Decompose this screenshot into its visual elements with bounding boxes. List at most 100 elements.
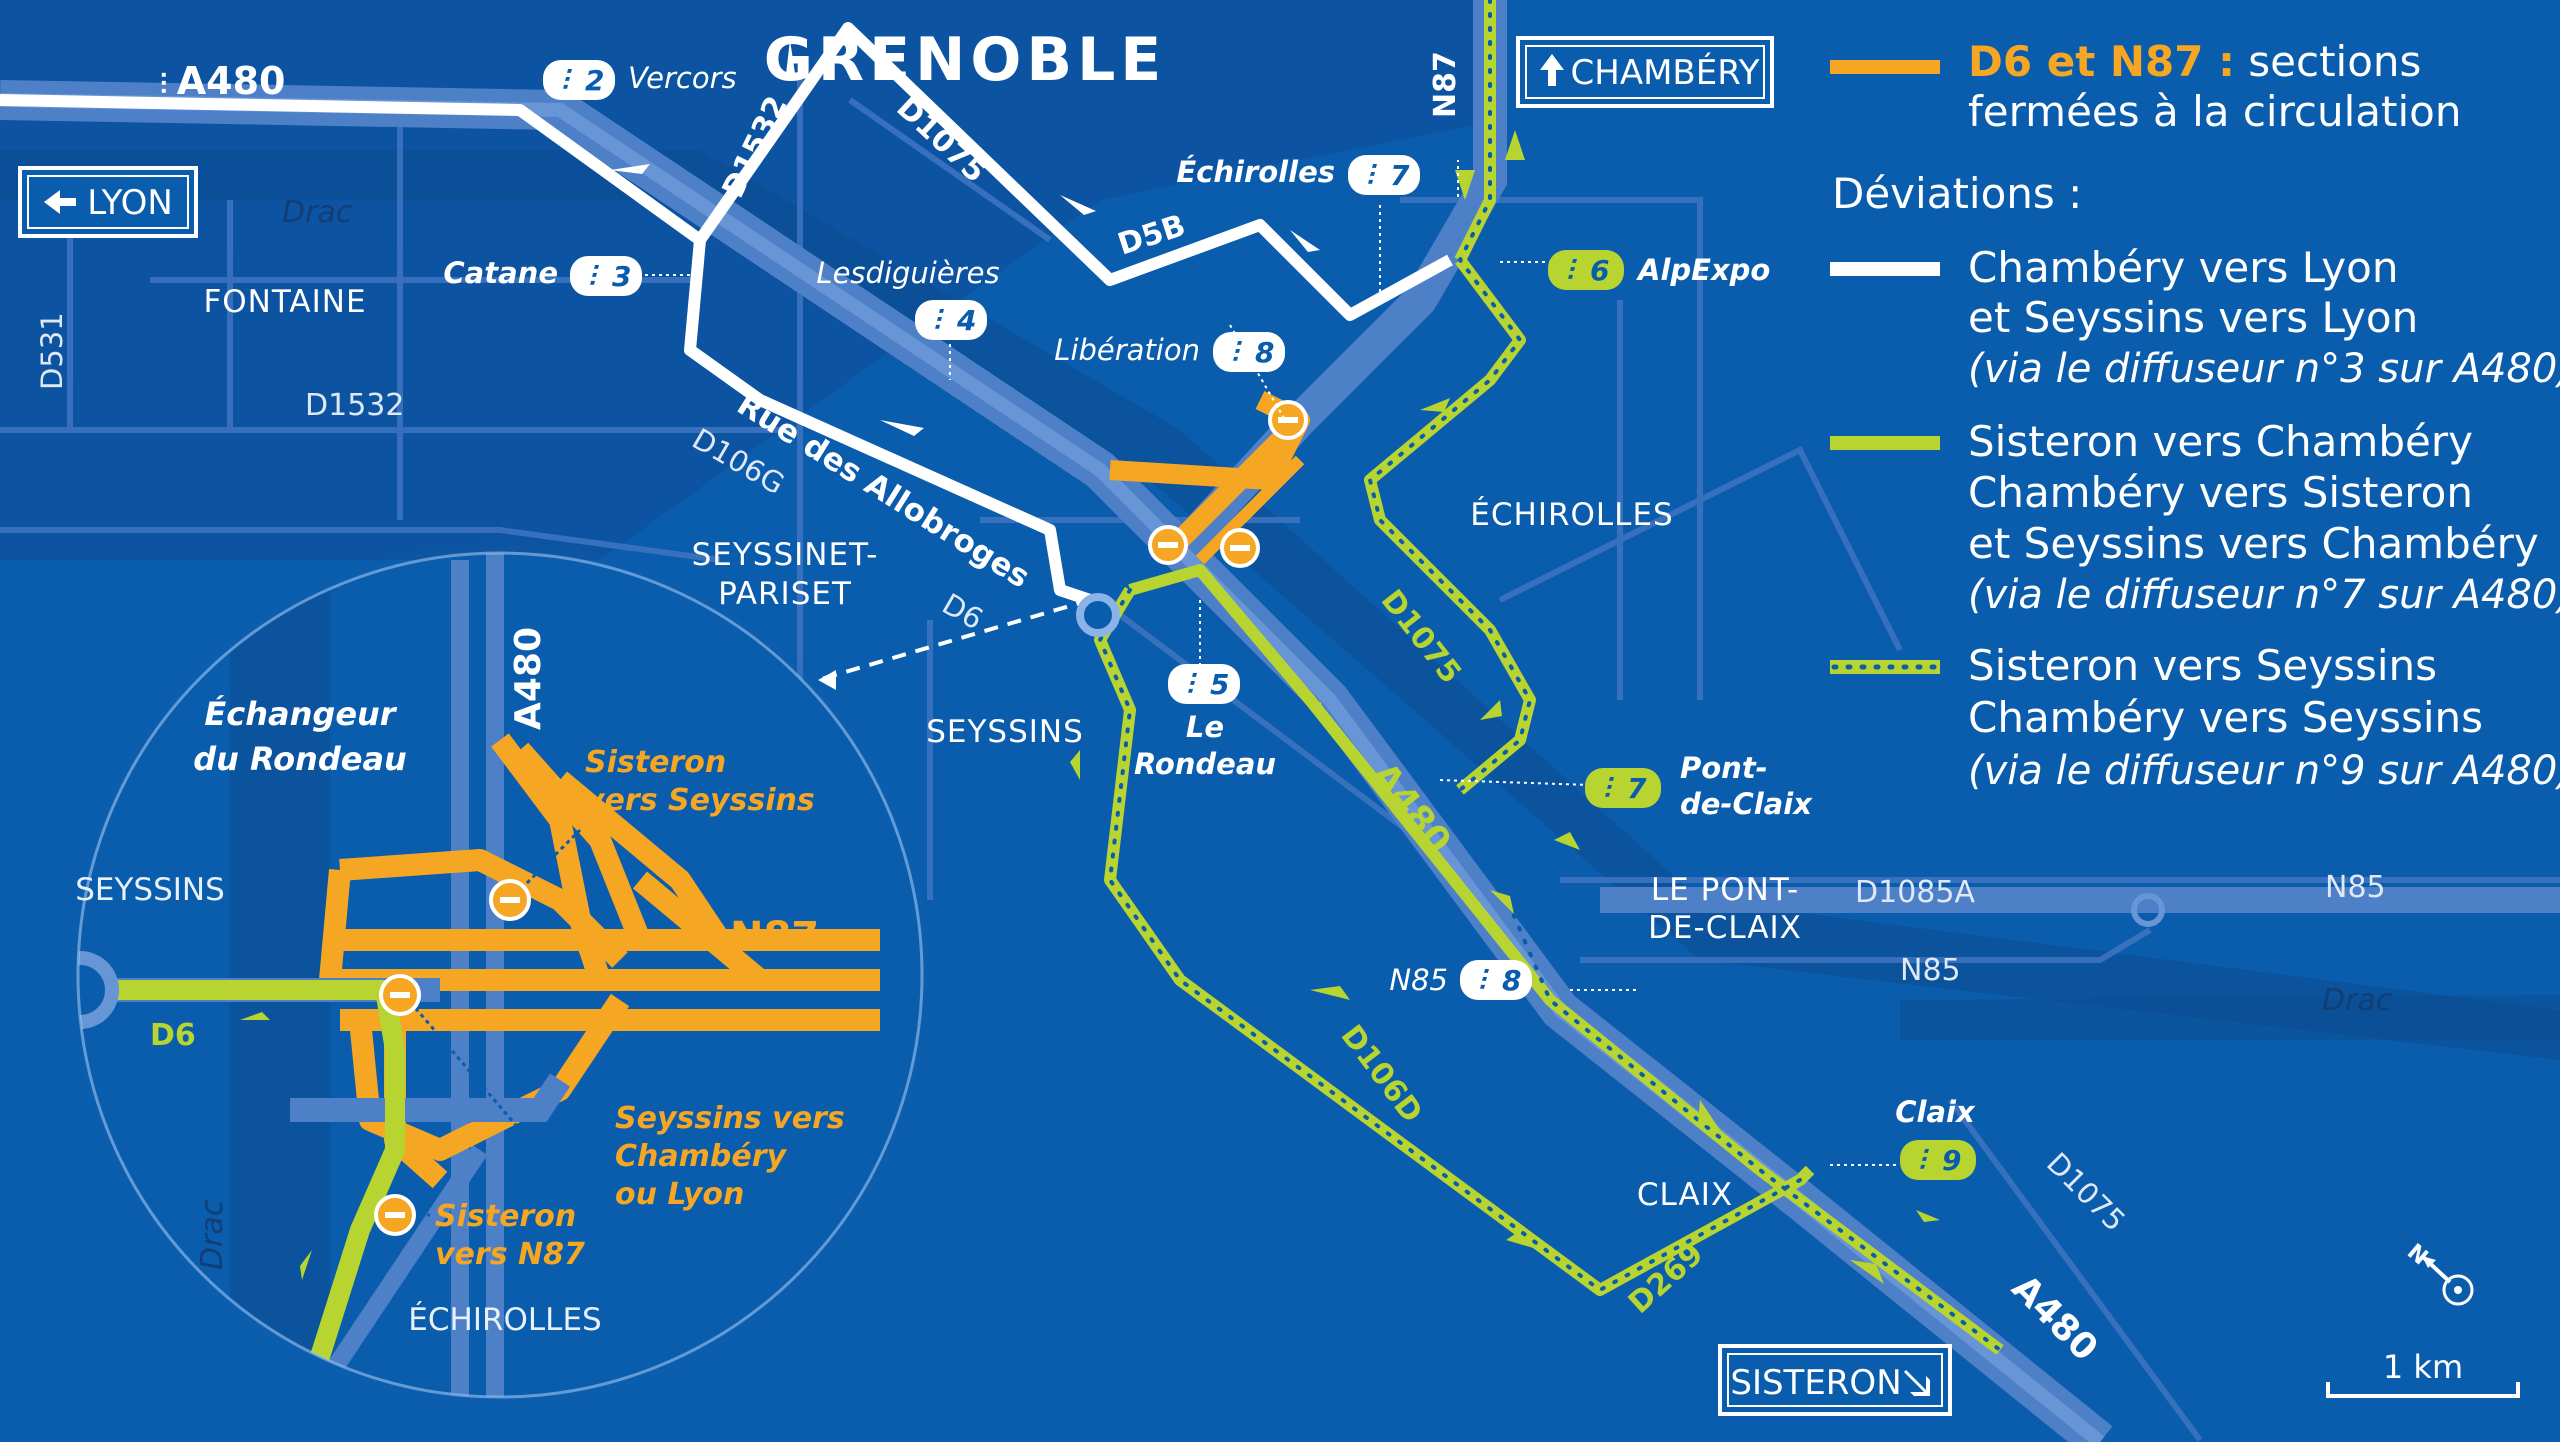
- legend-green-2: Chambéry vers Sisteron: [1968, 468, 2473, 517]
- detour-dotted-route: [1097, 0, 2002, 1352]
- exit-5-le-rondeau: ⫶ 5 Le Rondeau: [1134, 664, 1276, 781]
- svg-text:3: 3: [612, 260, 631, 293]
- exit-7-pont-de-claix: ⫶ 7 Pont- de-Claix: [1585, 751, 1813, 821]
- white-arrows: [610, 40, 1320, 690]
- svg-text:7: 7: [1390, 159, 1410, 192]
- road-n85-a: N85: [2325, 870, 2386, 905]
- scale-label: 1 km: [2383, 1348, 2463, 1386]
- inset-sis-n87-2: vers N87: [435, 1237, 585, 1272]
- svg-text:8: 8: [1255, 336, 1274, 369]
- legend-swatch-green: [1830, 436, 1940, 450]
- svg-text:⫶: ⫶: [1478, 964, 1489, 997]
- inset-sey-cha-2: Chambéry: [615, 1139, 787, 1174]
- svg-text:Le: Le: [1186, 710, 1224, 744]
- arrow-down-right-icon: [1904, 1370, 1930, 1396]
- svg-text:⫶: ⫶: [1918, 1144, 1929, 1177]
- legend-white-1: Chambéry vers Lyon: [1968, 243, 2398, 292]
- svg-text:⫶: ⫶: [1566, 254, 1577, 287]
- legend-green-4: (via le diffuseur n°7 sur A480): [1968, 572, 2560, 618]
- river-drac-1: Drac: [282, 195, 353, 230]
- svg-text:Claix: Claix: [1895, 1095, 1976, 1129]
- exit-9-claix: ⫶ 9 Claix: [1895, 1095, 1976, 1180]
- exit-badges: ⫶ 2 Vercors ⫶ 3 Catane ⫶ 4 Lesdiguières …: [443, 60, 1976, 1180]
- road-d1085a: D1085A: [1855, 875, 1975, 910]
- svg-text:⫶: ⫶: [1366, 159, 1377, 192]
- svg-text:⫶: ⫶: [588, 260, 599, 293]
- inset-echirolles: ÉCHIROLLES: [408, 1302, 601, 1338]
- inset-title-1: Échangeur: [204, 695, 397, 733]
- svg-text:8: 8: [1502, 964, 1521, 997]
- legend-green-3: et Seyssins vers Chambéry: [1968, 519, 2539, 568]
- inset-rondeau: Échangeur du Rondeau SEYSSINS ÉCHIROLLES…: [60, 535, 940, 1415]
- exit-8-n85: ⫶ 8 N85: [1389, 960, 1532, 1000]
- place-seyssinet-1: SEYSSINET-: [692, 537, 879, 573]
- road-d531: D531: [35, 312, 69, 390]
- svg-text:Catane: Catane: [443, 256, 558, 290]
- inset-d6: D6: [150, 1018, 196, 1053]
- detour-white-route: [0, 22, 1453, 682]
- inset-n87: N87: [730, 914, 819, 960]
- road-n85-b: N85: [1900, 953, 1961, 988]
- legend-white-3: (via le diffuseur n°3 sur A480): [1968, 346, 2560, 392]
- scale-bar: 1 km: [2326, 1348, 2520, 1398]
- inset-sey-cha-1: Seyssins vers: [615, 1101, 845, 1136]
- sign-lyon-label: LYON: [87, 183, 173, 223]
- inset-drac: Drac: [195, 1199, 230, 1270]
- legend-green-1: Sisteron vers Chambéry: [1968, 417, 2473, 466]
- svg-text:Rondeau: Rondeau: [1134, 747, 1276, 781]
- compass-icon: [2442, 1274, 2474, 1306]
- inset-sis-seyssins-1: Sisteron: [585, 745, 726, 780]
- place-pont-de-claix-2: DE-CLAIX: [1648, 910, 1802, 946]
- rondeau-roundabout: [1076, 593, 1120, 637]
- svg-text:⫶: ⫶: [1186, 668, 1197, 701]
- river-drac-2: Drac: [2322, 983, 2393, 1018]
- sign-sisteron: SISTERON: [1718, 1344, 1952, 1416]
- svg-text:⫶: ⫶: [1231, 336, 1242, 369]
- arrow-left-icon: [44, 190, 76, 214]
- svg-text:Pont-: Pont-: [1680, 751, 1768, 785]
- road-n87-top: N87: [1428, 51, 1463, 118]
- arrow-up-icon: [1540, 54, 1564, 86]
- sign-sisteron-label: SISTERON: [1730, 1363, 1901, 1403]
- exit-2-vercors: ⫶ 2 Vercors: [543, 60, 737, 100]
- svg-text:6: 6: [1590, 254, 1609, 287]
- legend: D6 et N87 : sections fermées à la circul…: [1830, 37, 2560, 794]
- svg-text:2: 2: [585, 64, 604, 97]
- leader-lines: [645, 160, 1900, 1166]
- place-claix: CLAIX: [1637, 1177, 1733, 1213]
- legend-dotted-1: Sisteron vers Seyssins: [1968, 641, 2437, 690]
- place-echirolles: ÉCHIROLLES: [1470, 497, 1673, 533]
- svg-text:Échirolles: Échirolles: [1176, 155, 1335, 189]
- inset-sey-cha-3: ou Lyon: [615, 1177, 744, 1212]
- svg-text:4: 4: [956, 304, 976, 337]
- legend-dotted-3: (via le diffuseur n°9 sur A480): [1968, 748, 2560, 794]
- svg-text:Vercors: Vercors: [628, 61, 737, 95]
- svg-text:de-Claix: de-Claix: [1680, 787, 1813, 821]
- inset-sis-n87-1: Sisteron: [435, 1199, 576, 1234]
- place-labels: FONTAINE SEYSSINET- PARISET SEYSSINS ÉCH…: [203, 284, 1802, 1213]
- exit-4-lesdiguieres: ⫶ 4 Lesdiguières: [816, 256, 1000, 340]
- legend-deviations: Déviations :: [1832, 169, 2082, 218]
- inset-title-2: du Rondeau: [193, 740, 407, 778]
- exit-3-catane: ⫶ 3 Catane: [443, 256, 642, 296]
- sign-lyon: LYON: [18, 166, 198, 238]
- svg-text:⫶: ⫶: [561, 64, 572, 97]
- legend-swatch-dotted: [1830, 660, 1940, 674]
- legend-swatch-white: [1830, 262, 1940, 276]
- legend-closed-line1: D6 et N87 : sections: [1968, 37, 2421, 86]
- exit-7-echirolles: ⫶ 7 Échirolles: [1176, 155, 1420, 195]
- svg-text:⫶: ⫶: [933, 304, 944, 337]
- exit-8-liberation: ⫶ 8 Libération: [1054, 332, 1285, 372]
- svg-text:Libération: Libération: [1054, 333, 1200, 367]
- inset-seyssins: SEYSSINS: [75, 872, 225, 908]
- svg-text:Lesdiguières: Lesdiguières: [816, 256, 999, 290]
- svg-text:5: 5: [1210, 668, 1229, 701]
- place-pont-de-claix-1: LE PONT-: [1651, 872, 1799, 908]
- svg-text:N85: N85: [1389, 963, 1448, 997]
- svg-text:⫶: ⫶: [1603, 772, 1614, 805]
- sign-chambery-label: CHAMBÉRY: [1571, 52, 1760, 93]
- green-arrows: [1070, 130, 1940, 1284]
- legend-white-2: et Seyssins vers Lyon: [1968, 293, 2418, 342]
- place-fontaine: FONTAINE: [203, 284, 366, 320]
